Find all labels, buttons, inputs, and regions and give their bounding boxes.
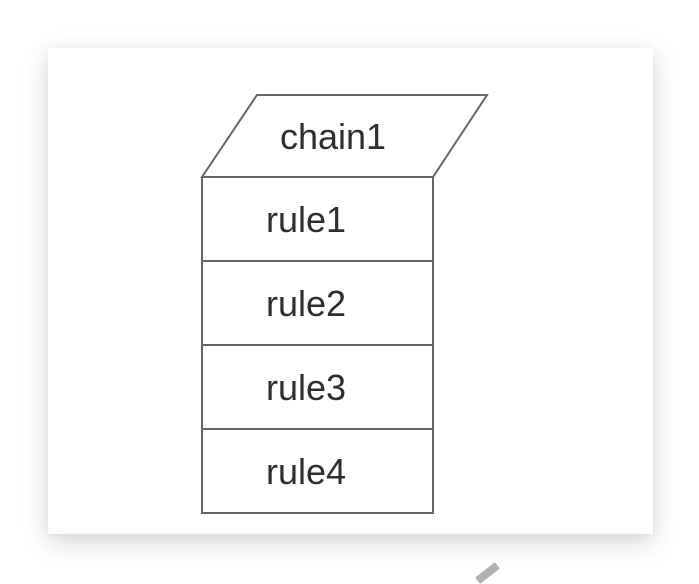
rule-label: rule4	[266, 451, 346, 492]
rule-box	[201, 176, 434, 262]
rule-node: rule2	[201, 260, 434, 346]
chain-label: chain1	[280, 116, 386, 157]
rule-label: rule1	[266, 199, 346, 240]
rule-box	[201, 344, 434, 430]
rule-box	[201, 428, 434, 514]
chain-node: chain1	[200, 94, 489, 178]
chain-rules-diagram: chain1 rule1 rule2 rule3 rule4	[200, 94, 489, 514]
rule-node: rule1	[201, 176, 434, 262]
rule-node: rule3	[201, 344, 434, 430]
screenshot-card: chain1 rule1 rule2 rule3 rule4	[48, 48, 653, 534]
rule-label: rule2	[266, 283, 346, 324]
rule-label: rule3	[266, 367, 346, 408]
rule-node: rule4	[201, 428, 434, 514]
